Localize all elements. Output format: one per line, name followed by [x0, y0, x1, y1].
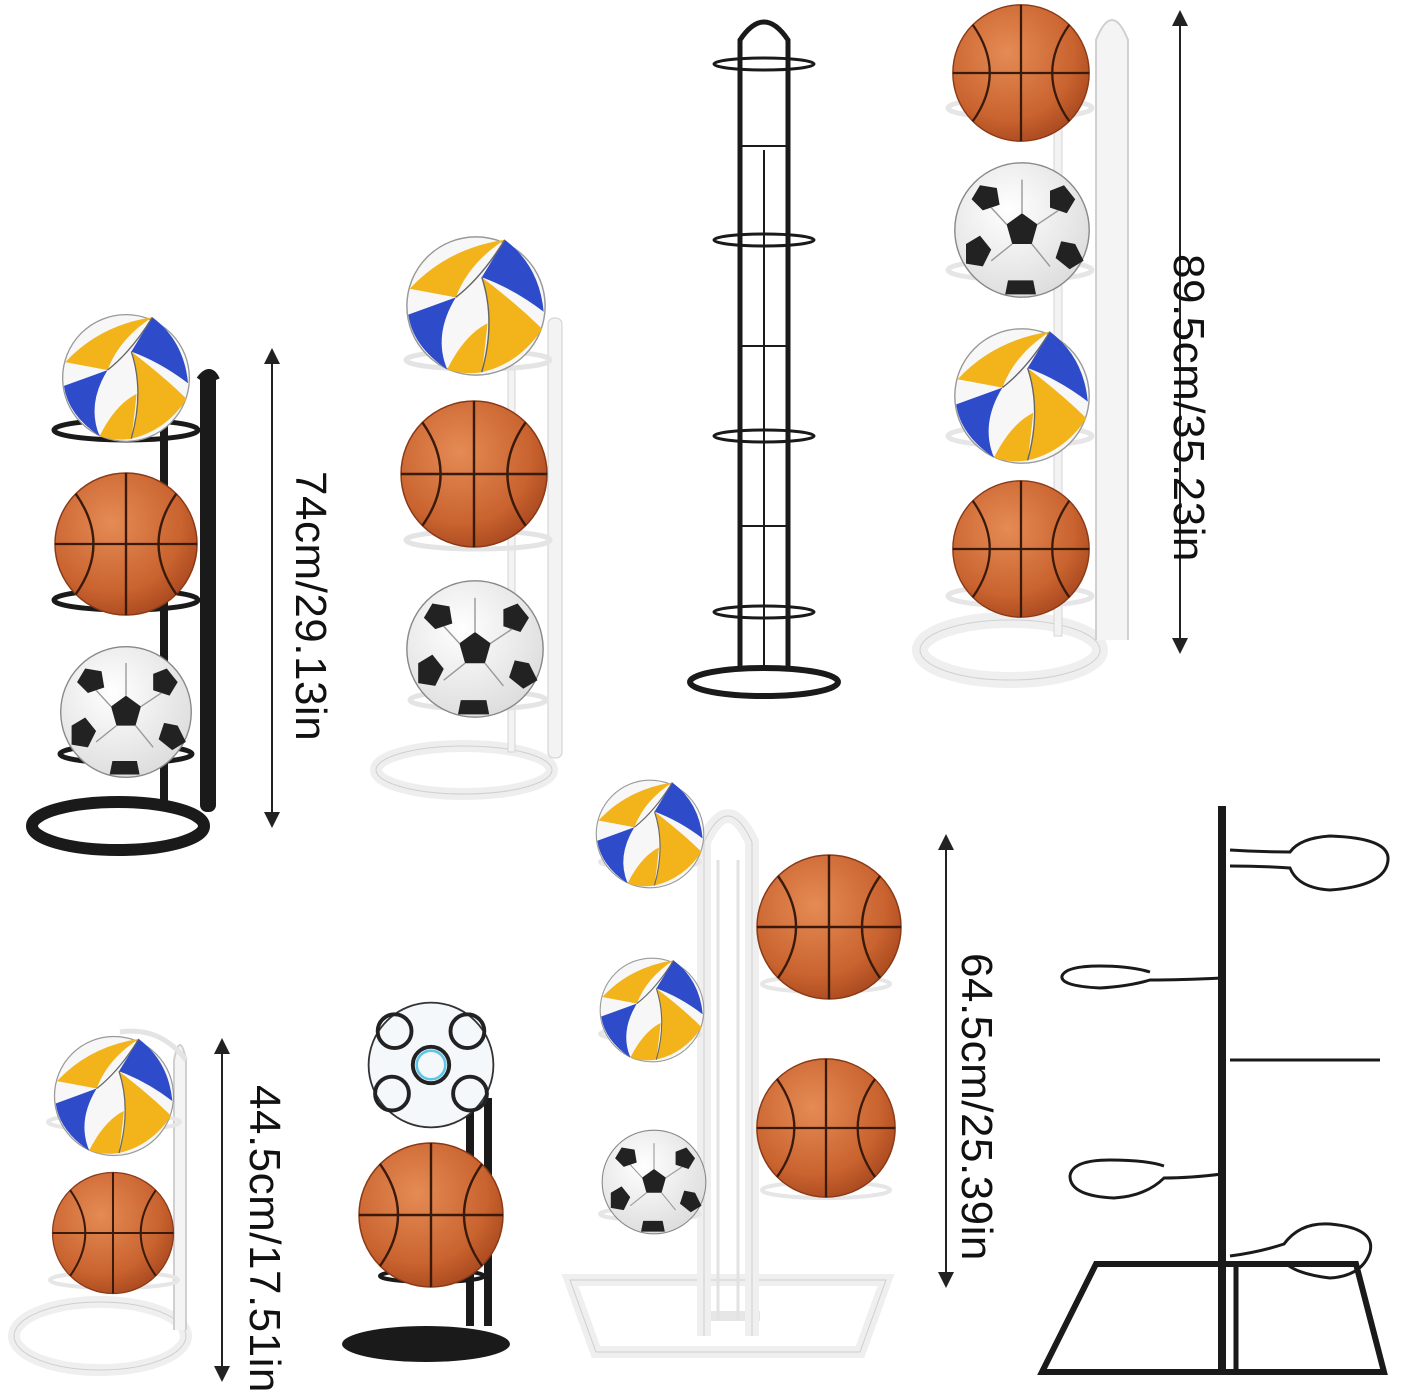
- dimension-label-two-tier: 44.5cm/17.51in: [240, 1085, 289, 1393]
- white-four-tier-rack: [912, 3, 1129, 688]
- basketball-icon: [755, 853, 903, 1001]
- basketball-icon: [755, 1057, 897, 1199]
- basketball-icon: [951, 3, 1091, 143]
- soccer-ball-icon: [954, 162, 1090, 298]
- basketball-icon: [53, 471, 199, 617]
- dimension-label-double-column: 64.5cm/25.39in: [952, 953, 1001, 1261]
- volleyball-icon: [954, 328, 1090, 464]
- black-three-tier-rack: [26, 313, 220, 856]
- volleyball-icon: [61, 313, 191, 443]
- basketball-icon: [951, 479, 1091, 619]
- soccer-ball-icon: [406, 580, 544, 718]
- white-two-tier-rack: [8, 1028, 192, 1376]
- black-two-tier-rack: [342, 1000, 510, 1362]
- dimension-label-tall: 89.5cm/35.23in: [1164, 254, 1213, 562]
- white-double-column-rack: [561, 779, 903, 1358]
- volleyball-icon: [406, 236, 546, 376]
- soccer-ball-icon: [60, 646, 192, 778]
- dimension-label-three-tier: 74cm/29.13in: [286, 471, 335, 742]
- volleyball-icon: [599, 957, 705, 1063]
- black-branching-rack: [1037, 806, 1390, 1375]
- soccer-ball-icon: [366, 1000, 496, 1130]
- black-empty-tall-rack: [687, 19, 841, 699]
- volleyball-icon: [53, 1035, 175, 1157]
- basketball-icon: [357, 1141, 505, 1289]
- volleyball-icon: [595, 779, 705, 889]
- soccer-ball-icon: [601, 1129, 707, 1235]
- basketball-icon: [51, 1171, 175, 1295]
- white-three-tier-rack: [370, 236, 563, 800]
- basketball-icon: [399, 399, 549, 549]
